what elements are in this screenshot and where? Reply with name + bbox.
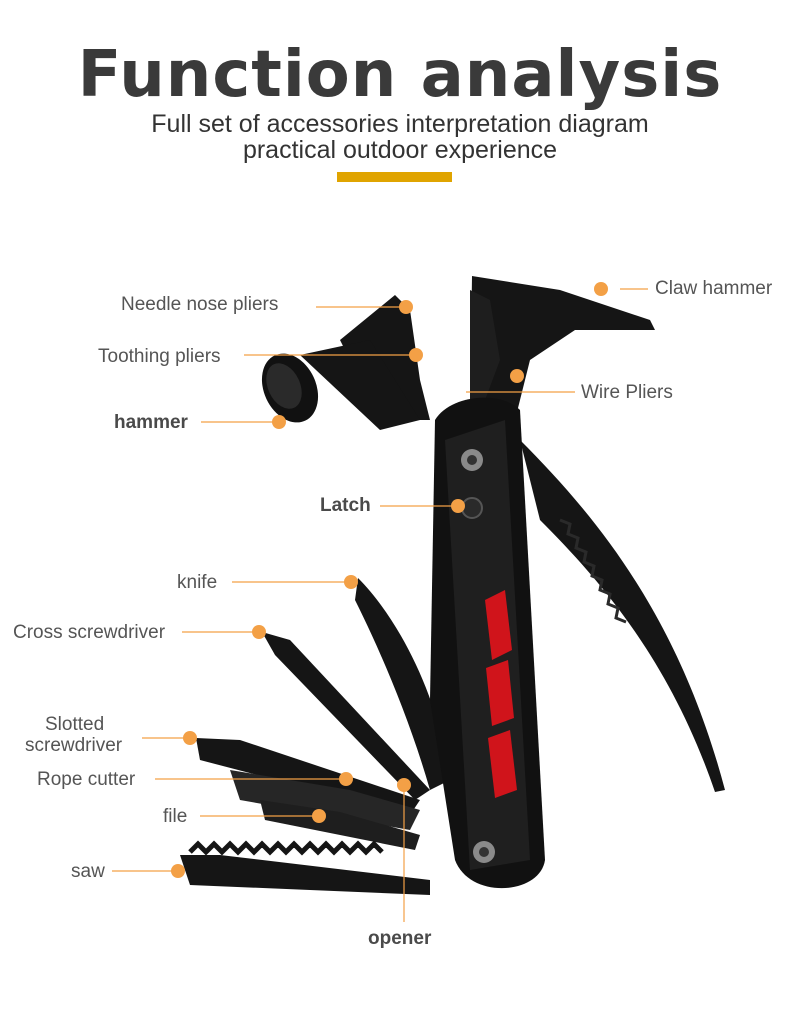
saw-blade [180, 855, 430, 895]
red-insert-1 [485, 590, 512, 660]
claw-hammer-head [470, 276, 655, 420]
page-title: Function analysis [77, 38, 723, 112]
red-insert-3 [488, 730, 517, 798]
label-cross-screwdriver: Cross screwdriver [13, 622, 166, 643]
label-opener: opener [368, 928, 432, 949]
claw-arm [520, 440, 725, 792]
label-knife: knife [177, 572, 218, 593]
label-claw-hammer: Claw hammer [655, 278, 773, 299]
label-toothing-pliers: Toothing pliers [98, 346, 221, 367]
callout-lines [112, 288, 648, 922]
label-saw: saw [71, 861, 105, 882]
subtitle-line-2: practical outdoor experience [242, 136, 558, 164]
claw-serration [559, 518, 627, 624]
label-hammer: hammer [114, 412, 188, 433]
label-file: file [163, 806, 188, 827]
label-latch: Latch [320, 495, 371, 516]
callout-dots [171, 282, 608, 878]
hammer-arm [300, 340, 420, 430]
label-rope-cutter: Rope cutter [37, 769, 136, 790]
label-slotted-line2: screwdriver [25, 735, 123, 756]
needle-nose-jaw [340, 295, 430, 420]
saw-teeth [188, 840, 384, 856]
cross-screwdriver-blade [262, 632, 430, 800]
label-wire-pliers: Wire Pliers [581, 382, 673, 403]
wire-pliers-jaw [470, 290, 500, 400]
knife-blade [355, 578, 450, 790]
subtitle-line-1: Full set of accessories interpretation d… [151, 110, 649, 138]
label-slotted-line1: Slotted [45, 714, 105, 735]
file-blade [260, 800, 420, 850]
latch-button [461, 497, 483, 519]
red-insert-2 [486, 660, 514, 726]
label-needle-nose-pliers: Needle nose pliers [121, 294, 279, 315]
accent-bar [337, 172, 452, 182]
rope-cutter-file [230, 770, 420, 830]
